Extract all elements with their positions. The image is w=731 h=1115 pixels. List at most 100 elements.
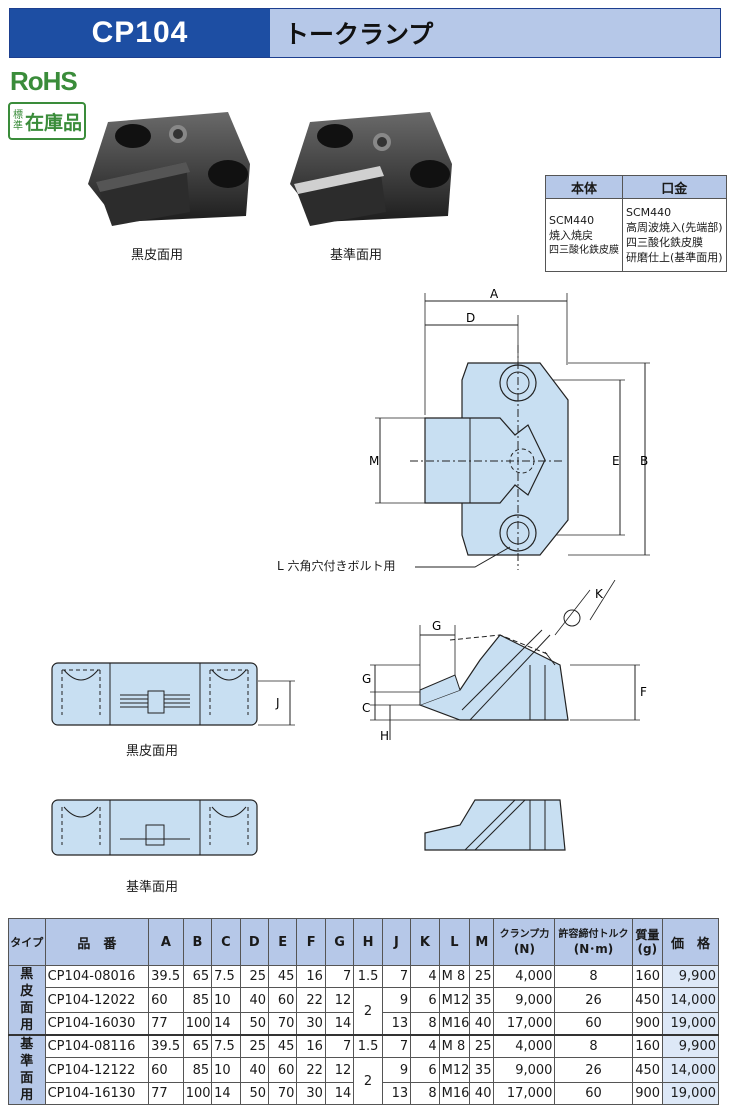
cell-l: M16 [438, 1082, 471, 1105]
cell-h: 1.5 [353, 965, 383, 988]
cell-h: 2 [353, 1057, 383, 1105]
dim-M-label: M [369, 454, 379, 468]
cell-mass: 450 [631, 1057, 664, 1083]
material-jaw: SCM440 高周波焼入(先端部) 四三酸化鉄皮膜 研磨仕上(基準面用) [622, 198, 727, 272]
col-K: K [410, 918, 440, 966]
cell-c: 10 [211, 1057, 241, 1083]
cell-m: 40 [469, 1082, 495, 1105]
cell-l: M16 [438, 1012, 471, 1036]
cell-k: 6 [410, 1057, 440, 1083]
page-header: CP104 トークランプ [9, 8, 721, 58]
cell-j: 7 [381, 1034, 412, 1058]
cell-torque: 8 [554, 965, 633, 988]
cell-e: 45 [267, 965, 298, 988]
product-code: CP104 [10, 9, 270, 57]
cell-b: 100 [182, 1082, 213, 1105]
cell-c: 14 [211, 1012, 241, 1036]
dim-E-label: E [612, 454, 620, 468]
cell-price: 9,900 [662, 1034, 719, 1058]
cell-torque: 60 [554, 1082, 633, 1105]
material-table: 本体 口金 SCM440 焼入焼戻 四三酸化鉄皮膜 SCM440 高周波焼入(先… [545, 175, 727, 272]
cell-part: CP104-16030 [44, 1012, 150, 1036]
cell-m: 40 [469, 1012, 495, 1036]
cell-a: 77 [148, 1012, 184, 1036]
col-price: 価 格 [662, 918, 719, 966]
cell-g: 14 [324, 1012, 355, 1036]
cell-f: 30 [296, 1012, 326, 1036]
cell-b: 100 [182, 1012, 213, 1036]
cell-part: CP104-08116 [44, 1034, 150, 1058]
cell-a: 39.5 [148, 1034, 184, 1058]
dim-F-label: F [640, 685, 647, 699]
stock-badge-small: 標 準 [12, 110, 24, 132]
photo-caption-black: 黒皮面用 [131, 248, 184, 263]
cell-d: 50 [239, 1082, 270, 1105]
cell-c: 10 [211, 987, 241, 1013]
cell-a: 39.5 [148, 965, 184, 988]
col-clamp-label: クランプ力 [499, 929, 550, 940]
photo-reference-surface [290, 112, 452, 226]
cell-d: 25 [239, 965, 270, 988]
cell-clamp: 4,000 [493, 965, 556, 988]
cell-d: 40 [239, 1057, 270, 1083]
side-view-drawing: K G F G C H [362, 580, 647, 743]
cell-l: M 8 [438, 1034, 471, 1058]
cell-e: 70 [267, 1012, 298, 1036]
cell-d: 25 [239, 1034, 270, 1058]
col-J: J [381, 918, 412, 966]
cell-price: 9,900 [662, 965, 719, 988]
dim-A-label: A [490, 287, 499, 301]
cell-m: 25 [469, 1034, 495, 1058]
dim-C-label: C [362, 701, 370, 715]
cell-e: 45 [267, 1034, 298, 1058]
front-caption-ref: 基準面用 [126, 880, 179, 895]
cell-f: 16 [296, 1034, 326, 1058]
spec-table: タイプ 品 番 A B C D E F G H J K L M クランプ力 (N… [8, 918, 719, 1105]
col-E: E [267, 918, 298, 966]
cell-j: 9 [381, 1057, 412, 1083]
dim-D-label: D [466, 311, 475, 325]
cell-torque: 26 [554, 987, 633, 1013]
cell-k: 4 [410, 965, 440, 988]
cell-part: CP104-12122 [44, 1057, 150, 1083]
front-view-black: J [51, 662, 295, 726]
col-D: D [239, 918, 270, 966]
cell-l: M12 [438, 1057, 471, 1083]
cell-l: M12 [438, 987, 471, 1013]
dim-G-label: G [432, 619, 441, 633]
col-clamp-unit: (N) [513, 942, 535, 956]
col-mass: 質量 (g) [631, 918, 664, 966]
cell-h: 2 [353, 987, 383, 1036]
cell-mass: 900 [631, 1012, 664, 1036]
front-view-reference [51, 799, 258, 856]
cell-a: 60 [148, 987, 184, 1013]
front-caption-black: 黒皮面用 [126, 744, 179, 759]
cell-c: 7.5 [211, 965, 241, 988]
cell-clamp: 17,000 [493, 1082, 556, 1105]
col-C: C [211, 918, 241, 966]
photo-black-surface [88, 112, 250, 226]
cell-mass: 900 [631, 1082, 664, 1105]
cell-price: 14,000 [662, 1057, 719, 1083]
col-F: F [296, 918, 326, 966]
cell-d: 50 [239, 1012, 270, 1036]
cell-f: 30 [296, 1082, 326, 1105]
cell-m: 35 [469, 987, 495, 1013]
cell-part: CP104-12022 [44, 987, 150, 1013]
cell-clamp: 9,000 [493, 987, 556, 1013]
photo-caption-reference: 基準面用 [330, 248, 383, 263]
cell-g: 12 [324, 1057, 355, 1083]
cell-torque: 8 [554, 1034, 633, 1058]
col-torque-unit: (N･m) [573, 942, 614, 956]
spec-header-row: タイプ 品 番 A B C D E F G H J K L M クランプ力 (N… [8, 918, 719, 966]
type-cell: 黒皮面用 [8, 965, 46, 1036]
cell-l: M 8 [438, 965, 471, 988]
cell-mass: 160 [631, 1034, 664, 1058]
cell-c: 14 [211, 1082, 241, 1105]
cell-j: 13 [381, 1082, 412, 1105]
cell-h: 1.5 [353, 1034, 383, 1058]
